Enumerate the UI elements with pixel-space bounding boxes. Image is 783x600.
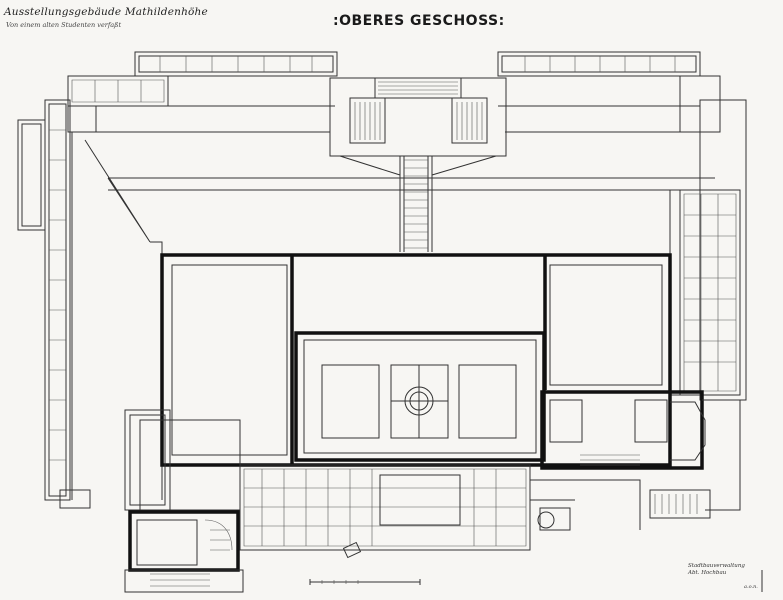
handwritten-subtitle: Von einem alten Studenten verfaßt — [6, 21, 122, 29]
left-wing — [17, 99, 91, 509]
signature-line-1: Stadtbauverwaltung — [688, 563, 745, 569]
top-right-pergola — [497, 51, 747, 401]
bottom-courtyard — [239, 464, 641, 559]
signature-initials: a.o.n. — [744, 584, 758, 590]
signature-block: Stadtbauverwaltung Abt. Hochbau — [688, 563, 768, 577]
scale-bar — [309, 579, 421, 585]
top-left-pergola — [67, 51, 715, 500]
bottom-left-tower — [124, 409, 244, 593]
signature-line-2: Abt. Hochbau — [688, 570, 727, 576]
plan-title: :OBERES GESCHOSS: — [333, 13, 505, 29]
main-building — [160, 253, 672, 467]
central-staircase — [329, 77, 507, 252]
right-pavilion — [540, 390, 741, 519]
handwritten-title: Ausstellungsgebäude Mathildenhöhe — [4, 6, 208, 18]
